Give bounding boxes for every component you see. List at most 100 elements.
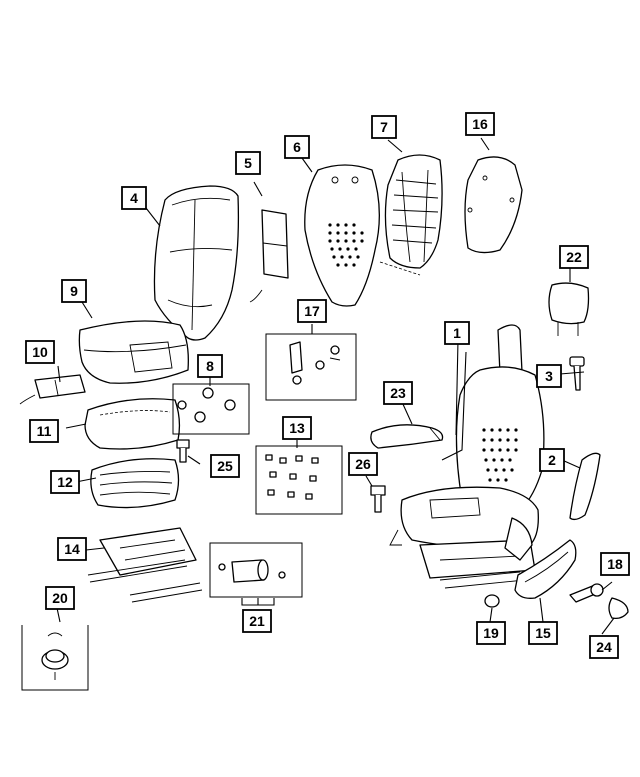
callout-number: 3 (545, 368, 553, 384)
callout-box (210, 454, 240, 478)
part-11-cushion-foam (84, 398, 181, 450)
callout-box (539, 448, 565, 472)
callout-box (371, 115, 397, 139)
callout-12: 12 (50, 470, 80, 494)
callout-number: 20 (52, 590, 68, 606)
part-24-trim-cover (608, 597, 629, 620)
callout-number: 19 (483, 625, 499, 641)
callout-16: 16 (465, 112, 495, 136)
callout-number: 7 (380, 119, 388, 135)
callout-17: 17 (297, 299, 327, 323)
callout-number: 10 (32, 344, 48, 360)
callout-number: 11 (37, 423, 52, 439)
part-9-cushion-cover (78, 320, 189, 384)
callout-box (589, 635, 619, 659)
part-6-seat-back-foam (304, 164, 380, 307)
callout-2: 2 (539, 448, 565, 472)
callout-box (50, 470, 80, 494)
callout-box (235, 151, 261, 175)
callout-box (600, 552, 630, 576)
callout-number: 5 (244, 155, 252, 171)
part-23-armrest (370, 424, 444, 449)
callout-number: 26 (355, 456, 371, 472)
part-10-sensor-mat (19, 374, 86, 405)
callout-number: 8 (206, 358, 214, 374)
part-19-cap (484, 594, 500, 608)
callout-number: 23 (390, 385, 406, 401)
callout-box (57, 537, 87, 561)
callout-number: 6 (293, 139, 301, 155)
callout-box (61, 279, 87, 303)
part-17-fasteners-group (265, 333, 357, 401)
part-2-side-trim (569, 452, 601, 521)
callout-box (528, 621, 558, 645)
callout-number: 25 (217, 458, 233, 474)
part-6-dot-pattern (328, 223, 364, 267)
callout-number: 22 (566, 249, 582, 265)
callout-5: 5 (235, 151, 261, 175)
callout-number: 14 (64, 541, 80, 557)
callout-1: 1 (444, 321, 470, 345)
callout-box (383, 381, 413, 405)
part-4-seat-back-cover (153, 185, 240, 341)
callout-15: 15 (528, 621, 558, 645)
callout-23: 23 (383, 381, 413, 405)
part-5-pad (249, 209, 289, 303)
callout-7: 7 (371, 115, 397, 139)
callout-number: 24 (596, 639, 612, 655)
callout-10: 10 (25, 340, 55, 364)
callout-number: 1 (453, 325, 461, 341)
callout-22: 22 (559, 245, 589, 269)
callout-box (476, 621, 506, 645)
part-16-back-panel (464, 156, 523, 254)
part-13-clips-group (255, 445, 343, 515)
callout-number: 15 (535, 625, 551, 641)
callout-19: 19 (476, 621, 506, 645)
callout-number: 17 (304, 303, 320, 319)
callout-number: 18 (607, 556, 623, 572)
callout-number: 2 (548, 452, 556, 468)
part-22-headrest (548, 282, 590, 336)
callout-24: 24 (589, 635, 619, 659)
part-1-dot-pattern (482, 428, 518, 482)
callout-14: 14 (57, 537, 87, 561)
callout-11: 11 (29, 419, 59, 443)
part-12-cushion-frame (90, 458, 180, 509)
leader-lines (56, 137, 615, 635)
callout-25: 25 (210, 454, 240, 478)
part-21-motor-group (209, 542, 303, 598)
callout-box (284, 135, 310, 159)
callout-box (197, 354, 223, 378)
callout-box (25, 340, 55, 364)
callout-labels: 1 2 3 4 5 6 7 8 9 10 11 12 13 14 15 16 1… (25, 112, 630, 659)
callout-4: 4 (121, 186, 147, 210)
callout-13: 13 (282, 416, 312, 440)
part-15-side-shield (514, 539, 577, 599)
callout-box (348, 452, 378, 476)
callout-number: 13 (289, 420, 305, 436)
part-8-clips-group (172, 383, 250, 435)
part-1-seat-assembly (389, 324, 545, 589)
part-20-knob-group (21, 625, 89, 691)
callout-3: 3 (536, 364, 562, 388)
callout-number: 4 (130, 190, 138, 206)
callout-box (465, 112, 495, 136)
part-14-seat-track (87, 527, 203, 603)
part-7-seat-back-frame (379, 154, 443, 276)
callout-20: 20 (45, 586, 75, 610)
callout-box (282, 416, 312, 440)
part-25-bolt (176, 439, 190, 463)
callout-box (242, 609, 272, 633)
callout-box (536, 364, 562, 388)
callout-box (297, 299, 327, 323)
part-18-recliner-handle (569, 583, 604, 603)
callout-18: 18 (600, 552, 630, 576)
callout-box (444, 321, 470, 345)
callout-number: 21 (249, 613, 265, 629)
callout-9: 9 (61, 279, 87, 303)
callout-box (559, 245, 589, 269)
callout-6: 6 (284, 135, 310, 159)
callout-26: 26 (348, 452, 378, 476)
callout-number: 12 (57, 474, 73, 490)
